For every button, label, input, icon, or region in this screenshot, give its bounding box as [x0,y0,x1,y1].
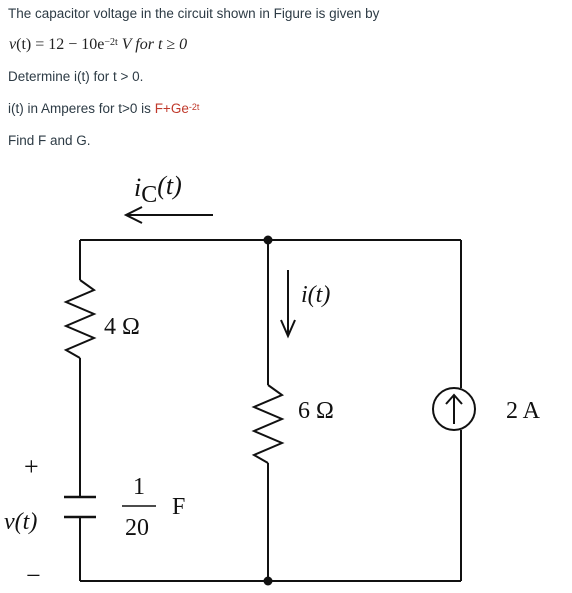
voltage-minus: − [26,561,41,590]
ic-label: iC(t) [134,171,182,208]
resistor-6ohm-label: 6 Ω [298,398,334,424]
answer-form: i(t) in Amperes for t>0 is F+Ge-2t [8,100,199,119]
answer-prefix: i(t) in Amperes for t>0 is [8,101,155,116]
question-find: Find F and G. [8,133,91,148]
answer-expression: F+Ge [154,101,189,116]
voltage-plus: + [24,452,39,481]
current-source [432,387,476,431]
ic-arrow-head [123,206,143,224]
question-intro: The capacitor voltage in the circuit sho… [8,6,380,21]
voltage-label: v(t) [4,509,37,535]
cap-denominator: 20 [125,515,149,541]
junction-top [263,235,273,245]
resistor-6ohm [251,384,285,464]
eq-rhs: = 12 − 10e [31,36,105,53]
it-arrow-head [280,319,296,339]
eq-exponent: −2t [104,37,118,48]
voltage-equation: v(t) = 12 − 10e−2t V for t ≥ 0 [9,36,187,56]
cap-numerator: 1 [133,474,145,500]
source-label: 2 A [506,398,541,424]
answer-exponent: -2t [188,102,200,112]
cap-unit: F [172,494,185,520]
question-task: Determine i(t) for t > 0. [8,69,144,84]
it-label: i(t) [301,282,330,308]
resistor-4ohm [63,279,97,359]
eq-lhs: v [9,36,17,53]
eq-lhs-arg: (t) [16,36,32,53]
eq-condition: for t ≥ 0 [135,36,188,53]
eq-unit: V [117,36,136,53]
source-arrow-head [445,393,463,405]
resistor-4ohm-label: 4 Ω [104,314,140,340]
junction-bottom [263,576,273,586]
